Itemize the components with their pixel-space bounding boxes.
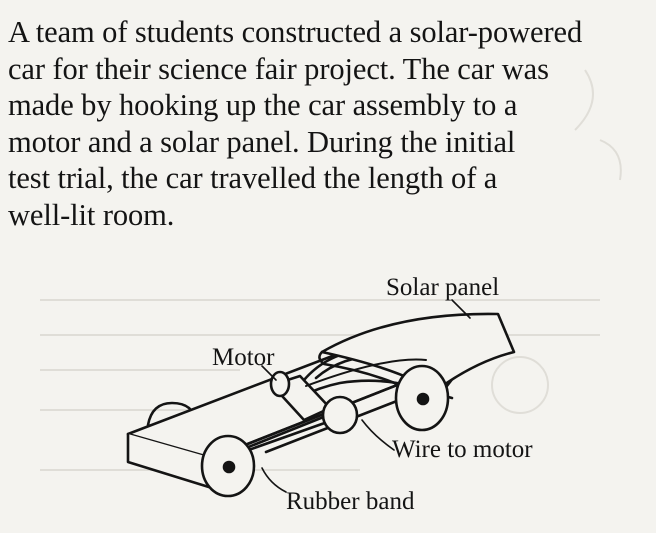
solar-panel: [320, 312, 516, 394]
solar-car-drawing: [126, 299, 516, 498]
leader-solar-panel: [451, 299, 471, 319]
front-right-hub: [416, 392, 430, 406]
label-wire-to-motor: Wire to motor: [392, 436, 533, 463]
wire: [305, 358, 427, 387]
leader-motor: [261, 365, 277, 381]
passage-line: made by hooking up the car assembly to a: [8, 88, 518, 123]
leader-wire: [361, 419, 395, 451]
motor-gear: [321, 395, 359, 435]
passage-line: car for their science fair project. The …: [8, 51, 549, 86]
label-solar-panel: Solar panel: [386, 274, 500, 301]
leader-rubber-band: [261, 467, 287, 493]
label-rubber-band: Rubber band: [286, 488, 415, 515]
passage-line: A team of students constructed a solar-p…: [8, 15, 583, 49]
motor-end: [269, 370, 291, 398]
solar-car-figure: Solar panel Motor Wire to motor Rubber b…: [0, 260, 656, 528]
passage-line: test trial, the car travelled the length…: [8, 161, 498, 196]
label-motor: Motor: [212, 344, 275, 371]
rear-right-hub: [222, 460, 236, 474]
passage-line: motor and a solar panel. During the init…: [8, 124, 516, 159]
passage-text: A team of students constructed a solar-p…: [8, 14, 648, 234]
passage-line: well-lit room.: [8, 197, 175, 232]
